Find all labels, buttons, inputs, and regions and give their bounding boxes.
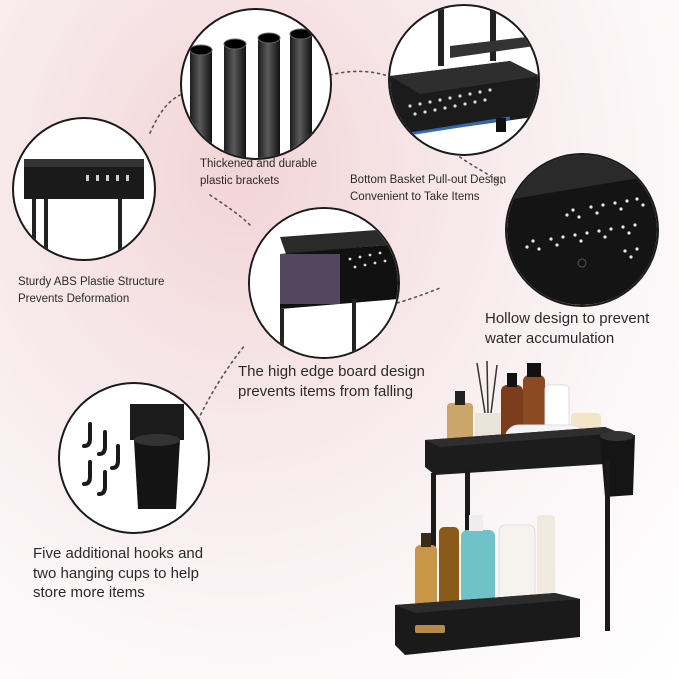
pull-out-drawer-icon — [390, 6, 538, 136]
bracket-tubes-icon — [189, 28, 313, 158]
hollow-detail-circle — [505, 153, 659, 307]
tubes-detail-circle — [180, 8, 332, 160]
structure-detail-circle — [12, 117, 156, 261]
shelf-structure-icon — [24, 159, 144, 259]
hooks-detail-circle — [58, 382, 210, 534]
hollow-panel-icon — [507, 155, 657, 305]
organizer-product-image — [395, 360, 635, 655]
hooks-and-cups-icon — [82, 404, 184, 509]
high-edge-board-icon — [250, 209, 398, 357]
drawer-detail-circle — [388, 4, 540, 156]
edge-detail-circle — [248, 207, 400, 359]
